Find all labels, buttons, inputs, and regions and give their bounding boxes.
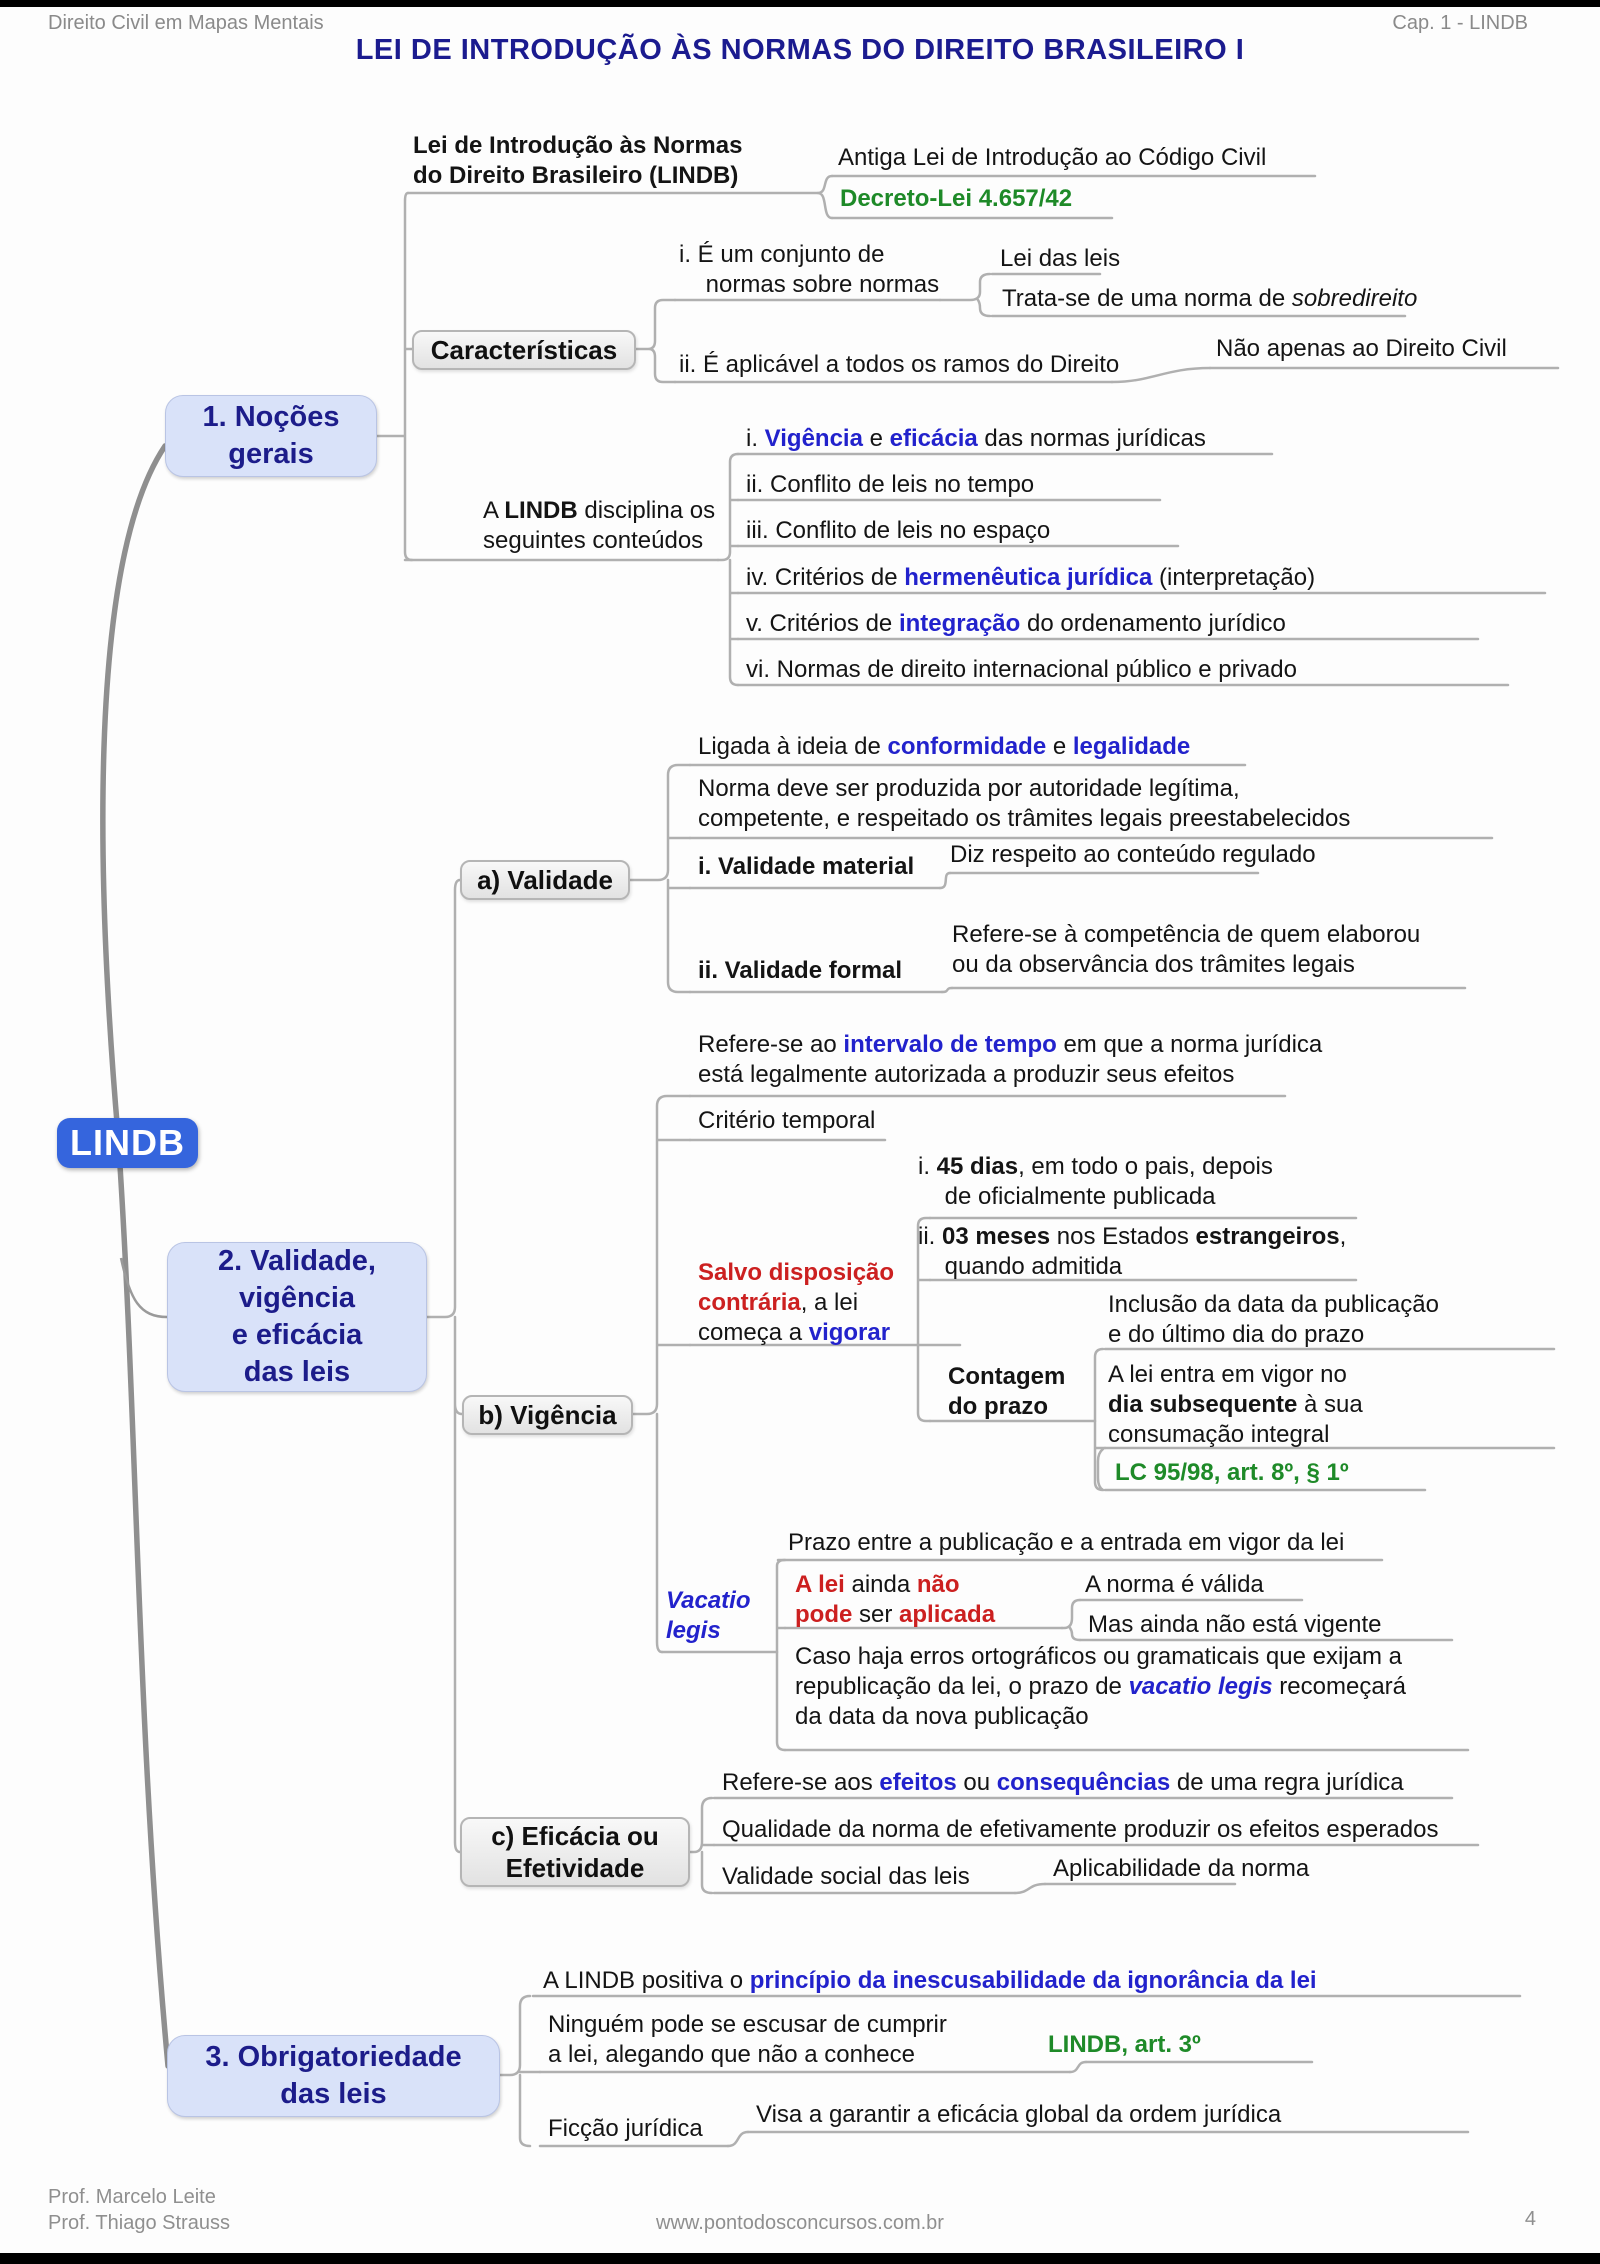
footer-prof-2: Prof. Thiago Strauss <box>48 2212 230 2234</box>
label-norma-autoridade: Norma deve ser produzida por autoridade … <box>698 775 1351 832</box>
top-bar <box>0 0 1600 7</box>
bottom-bar <box>0 2253 1600 2264</box>
node-validade-vigencia-eficacia: 2. Validade, vigência e eficácia das lei… <box>167 1242 427 1392</box>
label-visa-garantir: Visa a garantir a eficácia global da ord… <box>756 2101 1282 2128</box>
label-norma-valida: A norma é válida <box>1085 1571 1264 1598</box>
label-conjunto-normas: i. É um conjunto de normas sobre normas <box>679 241 940 298</box>
node-obrigatoriedade: 3. Obrigatoriedade das leis <box>167 2035 500 2117</box>
label-intervalo-tempo: Refere-se ao intervalo de tempo em que a… <box>698 1031 1323 1088</box>
list-item-conflito-espaco: iii. Conflito de leis no espaço <box>746 517 1051 544</box>
list-item-hermeneutica: iv. Critérios de hermenêutica jurídica (… <box>746 564 1316 591</box>
label-ligada-conformidade: Ligada à ideia de conformidade e legalid… <box>698 733 1191 760</box>
label-underlines <box>403 174 1560 2148</box>
ref-lc-95-98: LC 95/98, art. 8º, § 1º <box>1115 1459 1349 1486</box>
label-03-meses: ii. 03 meses nos Estados estrangeiros, q… <box>918 1223 1347 1280</box>
label-45-dias: i. 45 dias, em todo o pais, depois de of… <box>918 1153 1273 1210</box>
node-vigencia: b) Vigência <box>462 1395 633 1435</box>
list-item-conflito-tempo: ii. Conflito de leis no tempo <box>746 471 1035 498</box>
node-lindb-root: LINDB <box>57 1118 198 1168</box>
header-left: Direito Civil em Mapas Mentais <box>48 12 324 34</box>
footer-page-number: 4 <box>1524 2208 1536 2230</box>
footer-prof-1: Prof. Marcelo Leite <box>48 2186 216 2208</box>
node-nocoes-gerais: 1. Noções gerais <box>165 395 377 477</box>
label-nao-apenas-civil: Não apenas ao Direito Civil <box>1216 335 1507 362</box>
label-aplicavel-ramos: ii. É aplicável a todos os ramos do Dire… <box>679 351 1120 378</box>
branch-connectors <box>375 174 1212 2148</box>
list-item-vigencia-eficacia: i. Vigência e eficácia das normas jurídi… <box>746 425 1206 452</box>
label-antiga-lei: Antiga Lei de Introdução ao Código Civil <box>838 144 1267 171</box>
ref-lindb-art-3: LINDB, art. 3º <box>1048 2031 1201 2058</box>
label-principio-inescusabilidade: A LINDB positiva o princípio da inescusa… <box>543 1967 1317 1994</box>
label-erros-ortograficos: Caso haja erros ortográficos ou gramatic… <box>795 1643 1407 1730</box>
footer-site: www.pontodosconcursos.com.br <box>656 2212 944 2234</box>
label-validade-formal: ii. Validade formal <box>698 957 903 984</box>
label-aplicabilidade: Aplicabilidade da norma <box>1053 1855 1310 1882</box>
label-ficcao-juridica: Ficção jurídica <box>548 2115 703 2142</box>
root-branch-2 <box>119 1257 168 1319</box>
ref-decreto-lei: Decreto-Lei 4.657/42 <box>840 185 1073 212</box>
label-prazo-entre: Prazo entre a publicação e a entrada em … <box>788 1529 1345 1556</box>
label-refere-competencia: Refere-se à competência de quem elaborou… <box>952 921 1421 978</box>
list-item-direito-internacional: vi. Normas de direito internacional públ… <box>746 656 1297 683</box>
node-caracteristicas: Características <box>412 330 636 370</box>
label-validade-material: i. Validade material <box>698 853 915 880</box>
node-validade: a) Validade <box>460 860 630 900</box>
list-item-integracao: v. Critérios de integração do ordenament… <box>746 610 1286 637</box>
label-validade-social: Validade social das leis <box>722 1863 970 1890</box>
label-nao-vigente: Mas ainda não está vigente <box>1088 1611 1382 1638</box>
node-eficacia: c) Eficácia ou Efetividade <box>460 1817 690 1887</box>
label-criterio-temporal: Critério temporal <box>698 1107 876 1134</box>
page-title: LEI DE INTRODUÇÃO ÀS NORMAS DO DIREITO B… <box>355 34 1245 66</box>
label-diz-respeito: Diz respeito ao conteúdo regulado <box>950 841 1316 868</box>
header-right: Cap. 1 - LINDB <box>1392 12 1528 34</box>
label-lei-das-leis: Lei das leis <box>1000 245 1121 272</box>
label-sobredireito: Trata-se de uma norma de sobredireito <box>1002 285 1418 312</box>
root-trunk <box>100 443 171 2069</box>
label-efeitos-consequencias: Refere-se aos efeitos ou consequências d… <box>722 1769 1404 1796</box>
label-qualidade-norma: Qualidade da norma de efetivamente produ… <box>722 1816 1439 1843</box>
